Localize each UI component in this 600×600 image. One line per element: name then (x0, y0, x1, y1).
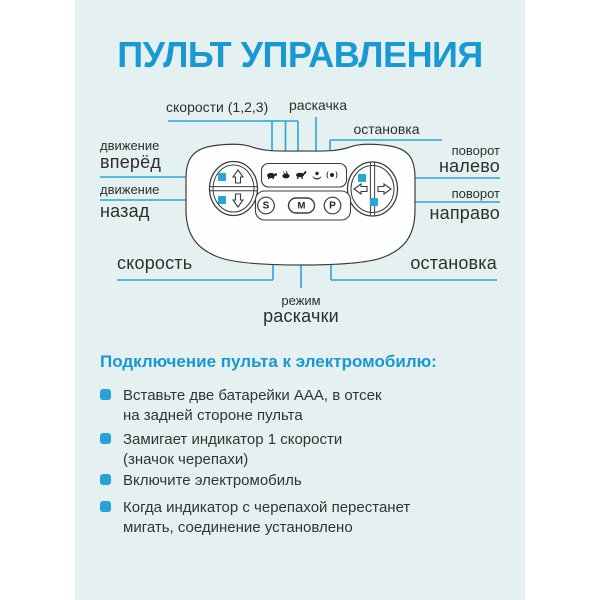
backward-marker (218, 196, 226, 204)
bullet-square-icon (100, 501, 111, 512)
stop-button (323, 196, 342, 215)
list-item-text: Когда индикатор с черепахой перестанет м… (123, 499, 411, 537)
label-turn-right-small: поворот (451, 186, 500, 201)
backward-arrow-icon (231, 193, 245, 208)
label-forward-small: движение (100, 138, 160, 153)
connection-heading: Подключение пульта к электромобилю: (100, 352, 437, 371)
list-item: Замигает индикатор 1 скорости (значок че… (100, 430, 460, 471)
label-speeds: скорости (1,2,3) (166, 99, 269, 115)
callout-speeds-line (168, 120, 299, 162)
list-item-text: Вставьте две батарейки ААА, в отсек на з… (123, 387, 382, 425)
turn-right-arrow-icon (377, 182, 392, 196)
list-item: Включите электромобиль (100, 471, 460, 491)
direction-pad (208, 160, 259, 217)
label-rocking-mode-small: режим (281, 293, 321, 308)
label-turn-right-big: направо (429, 203, 500, 223)
turn-left-arrow-icon (353, 182, 368, 196)
mode-button-panel (254, 190, 352, 221)
label-stop-top: остановка (353, 121, 420, 137)
forward-arrow-icon (231, 169, 245, 184)
content-card (75, 0, 525, 600)
mode-buttons: S M P (257, 196, 342, 215)
speed-button (257, 196, 275, 215)
indicator-panel (260, 162, 348, 188)
rabbit-icon (282, 170, 290, 179)
page-title: ПУЛЬТ УПРАВЛЕНИЯ (117, 34, 483, 75)
list-item: Когда индикатор с черепахой перестанет м… (100, 498, 460, 539)
horse-icon (296, 170, 307, 179)
speed-button-label: S (263, 201, 270, 212)
turn-right-marker (370, 198, 378, 206)
label-speed-bottom: скорость (117, 253, 193, 273)
forward-marker (218, 173, 226, 181)
list-item: Вставьте две батарейки ААА, в отсек на з… (100, 386, 460, 427)
stop-signal-icon (326, 171, 338, 179)
label-backward-small: движение (100, 182, 160, 197)
stop-button-label: P (329, 201, 336, 212)
rocking-mode-button-label: M (298, 200, 306, 211)
rocking-icon (312, 171, 322, 180)
bullet-square-icon (100, 389, 111, 400)
label-forward-big: вперёд (100, 152, 162, 172)
label-rocking-mode-big: раскачки (263, 306, 339, 326)
steering-pad (346, 161, 399, 217)
label-turn-left-big: налево (438, 156, 500, 176)
label-rocking-top: раскачка (289, 97, 347, 113)
bullet-square-icon (100, 474, 111, 485)
label-turn-left-small: поворот (451, 143, 500, 158)
label-stop-bottom: остановка (410, 253, 497, 273)
indicator-icons (267, 170, 338, 180)
turtle-icon (267, 172, 278, 180)
list-item-text: Включите электромобиль (123, 472, 302, 489)
turn-left-marker (358, 174, 366, 182)
rocking-mode-button (287, 197, 316, 214)
label-backward-big: назад (100, 201, 150, 221)
bullet-square-icon (100, 433, 111, 444)
list-item-text: Замигает индикатор 1 скорости (значок че… (123, 431, 343, 469)
